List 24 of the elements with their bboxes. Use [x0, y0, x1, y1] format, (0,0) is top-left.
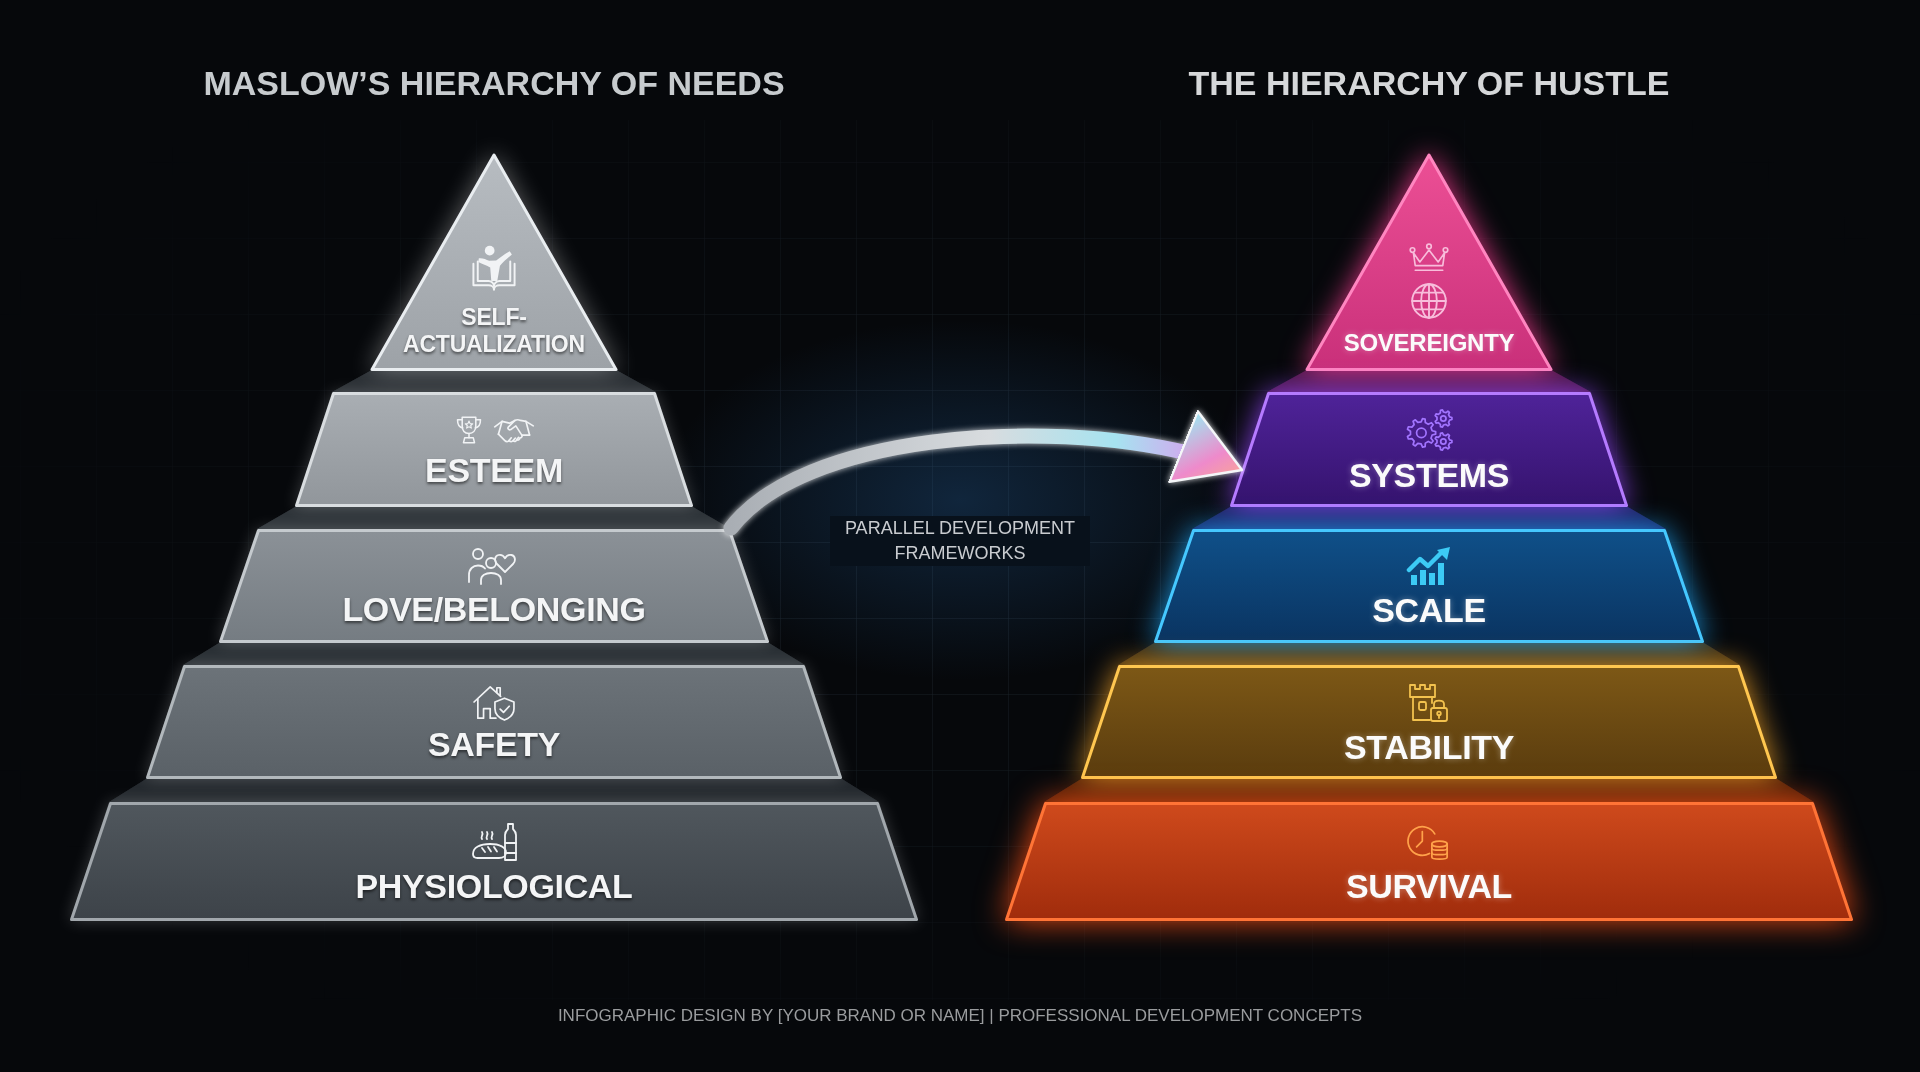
pyramid-tier [295, 392, 693, 507]
tier-label: SYSTEMS [1348, 457, 1510, 492]
edge-label: PARALLEL DEVELOPMENT FRAMEWORKS [830, 516, 1090, 567]
tier-label: PHYSIOLOGICAL [355, 868, 633, 903]
pyramid-apex-triangle [370, 153, 618, 371]
tier-label: ESTEEM [425, 452, 563, 487]
pyramid-tier [1230, 392, 1628, 507]
tier-label: SURVIVAL [1345, 868, 1513, 903]
tier-label: SOVEREIGNTY [1343, 329, 1515, 357]
caption: INFOGRAPHIC DESIGN BY [YOUR BRAND OR NAME] | PROFESSIONAL DEVELOPMENT CONCEPTS [557, 1005, 1363, 1027]
pyramid-tier [1081, 665, 1777, 779]
heading: THE HIERARCHY OF HUSTLE [1188, 63, 1670, 104]
heading: MASLOW’S HIERARCHY OF NEEDS [203, 63, 785, 104]
tier-label: SELF-ACTUALIZATION [402, 304, 586, 357]
pyramid-tier [1154, 529, 1704, 643]
pyramid-apex-triangle [1305, 153, 1553, 371]
tier-label: SCALE [1372, 593, 1486, 627]
pyramid-tier [146, 665, 842, 779]
tier-label: LOVE/BELONGING [342, 592, 646, 626]
tier-label: SAFETY [427, 727, 561, 761]
pyramid-tier [219, 529, 769, 643]
pyramid-tier [1005, 802, 1853, 921]
tier-label: STABILITY [1343, 730, 1515, 764]
pyramid-tier [70, 802, 918, 921]
